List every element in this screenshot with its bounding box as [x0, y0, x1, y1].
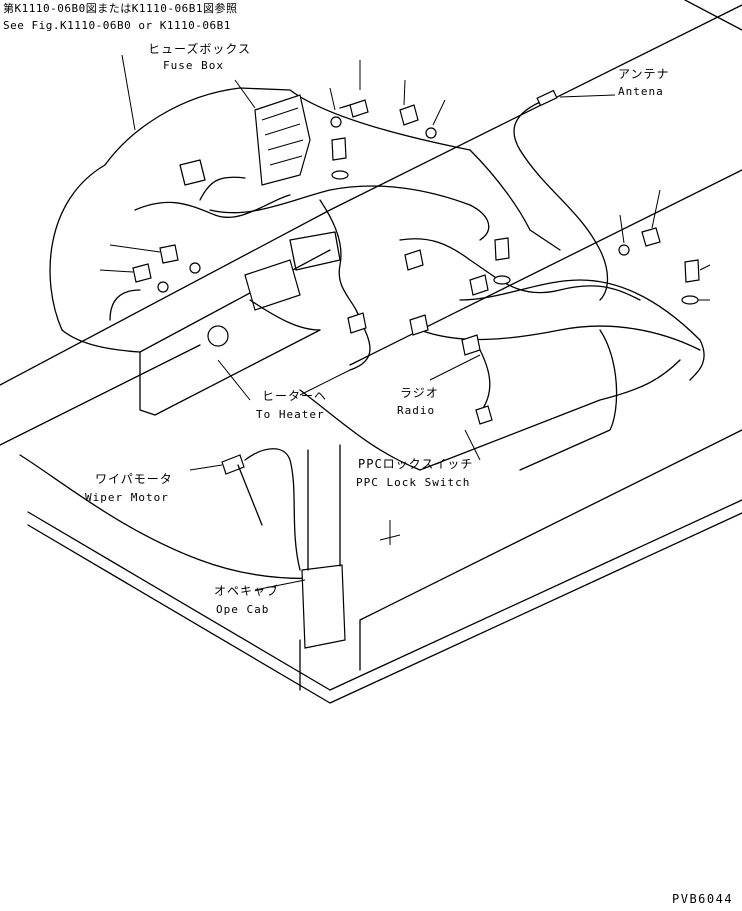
- reference-jp: 第K1110-06B0図またはK1110-06B1図参照: [3, 2, 238, 15]
- heater-label-en: To Heater: [256, 408, 325, 421]
- ppc-lock-switch-label-jp: PPCロックスイッチ: [358, 457, 474, 471]
- antenna-label-jp: アンテナ: [618, 67, 670, 81]
- main-harness: [207, 185, 705, 425]
- cab-frame: [0, 0, 742, 704]
- wiper-motor-label-jp: ワイパモータ: [95, 472, 173, 486]
- fuse-box-label-en: Fuse Box: [163, 59, 224, 72]
- dashboard-housing: [19, 87, 681, 580]
- fasteners: [132, 99, 700, 305]
- ope-cab-label-en: Ope Cab: [216, 603, 270, 616]
- ope-cab-label-jp: オペキャブ: [214, 584, 280, 598]
- radio-label-jp: ラジオ: [400, 386, 439, 400]
- reference-en: See Fig.K1110-06B0 or K1110-06B1: [3, 19, 231, 32]
- leader-lines: [99, 54, 711, 591]
- antenna-label-en: Antena: [618, 85, 664, 98]
- radio-label-en: Radio: [397, 404, 436, 417]
- heater-label-jp: ヒーターヘ: [262, 389, 328, 403]
- cab-post: [301, 444, 401, 649]
- antenna-lead: [513, 89, 609, 301]
- wiper-lead: [221, 448, 301, 571]
- ppc-lock-switch-label-en: PPC Lock Switch: [356, 476, 471, 489]
- wiper-motor-label-en: Wiper Motor: [85, 491, 169, 504]
- fuse-box-part: [134, 94, 311, 218]
- drawing-code: PVB6044: [672, 892, 734, 906]
- fuse-box-label-jp: ヒューズボックス: [148, 42, 252, 56]
